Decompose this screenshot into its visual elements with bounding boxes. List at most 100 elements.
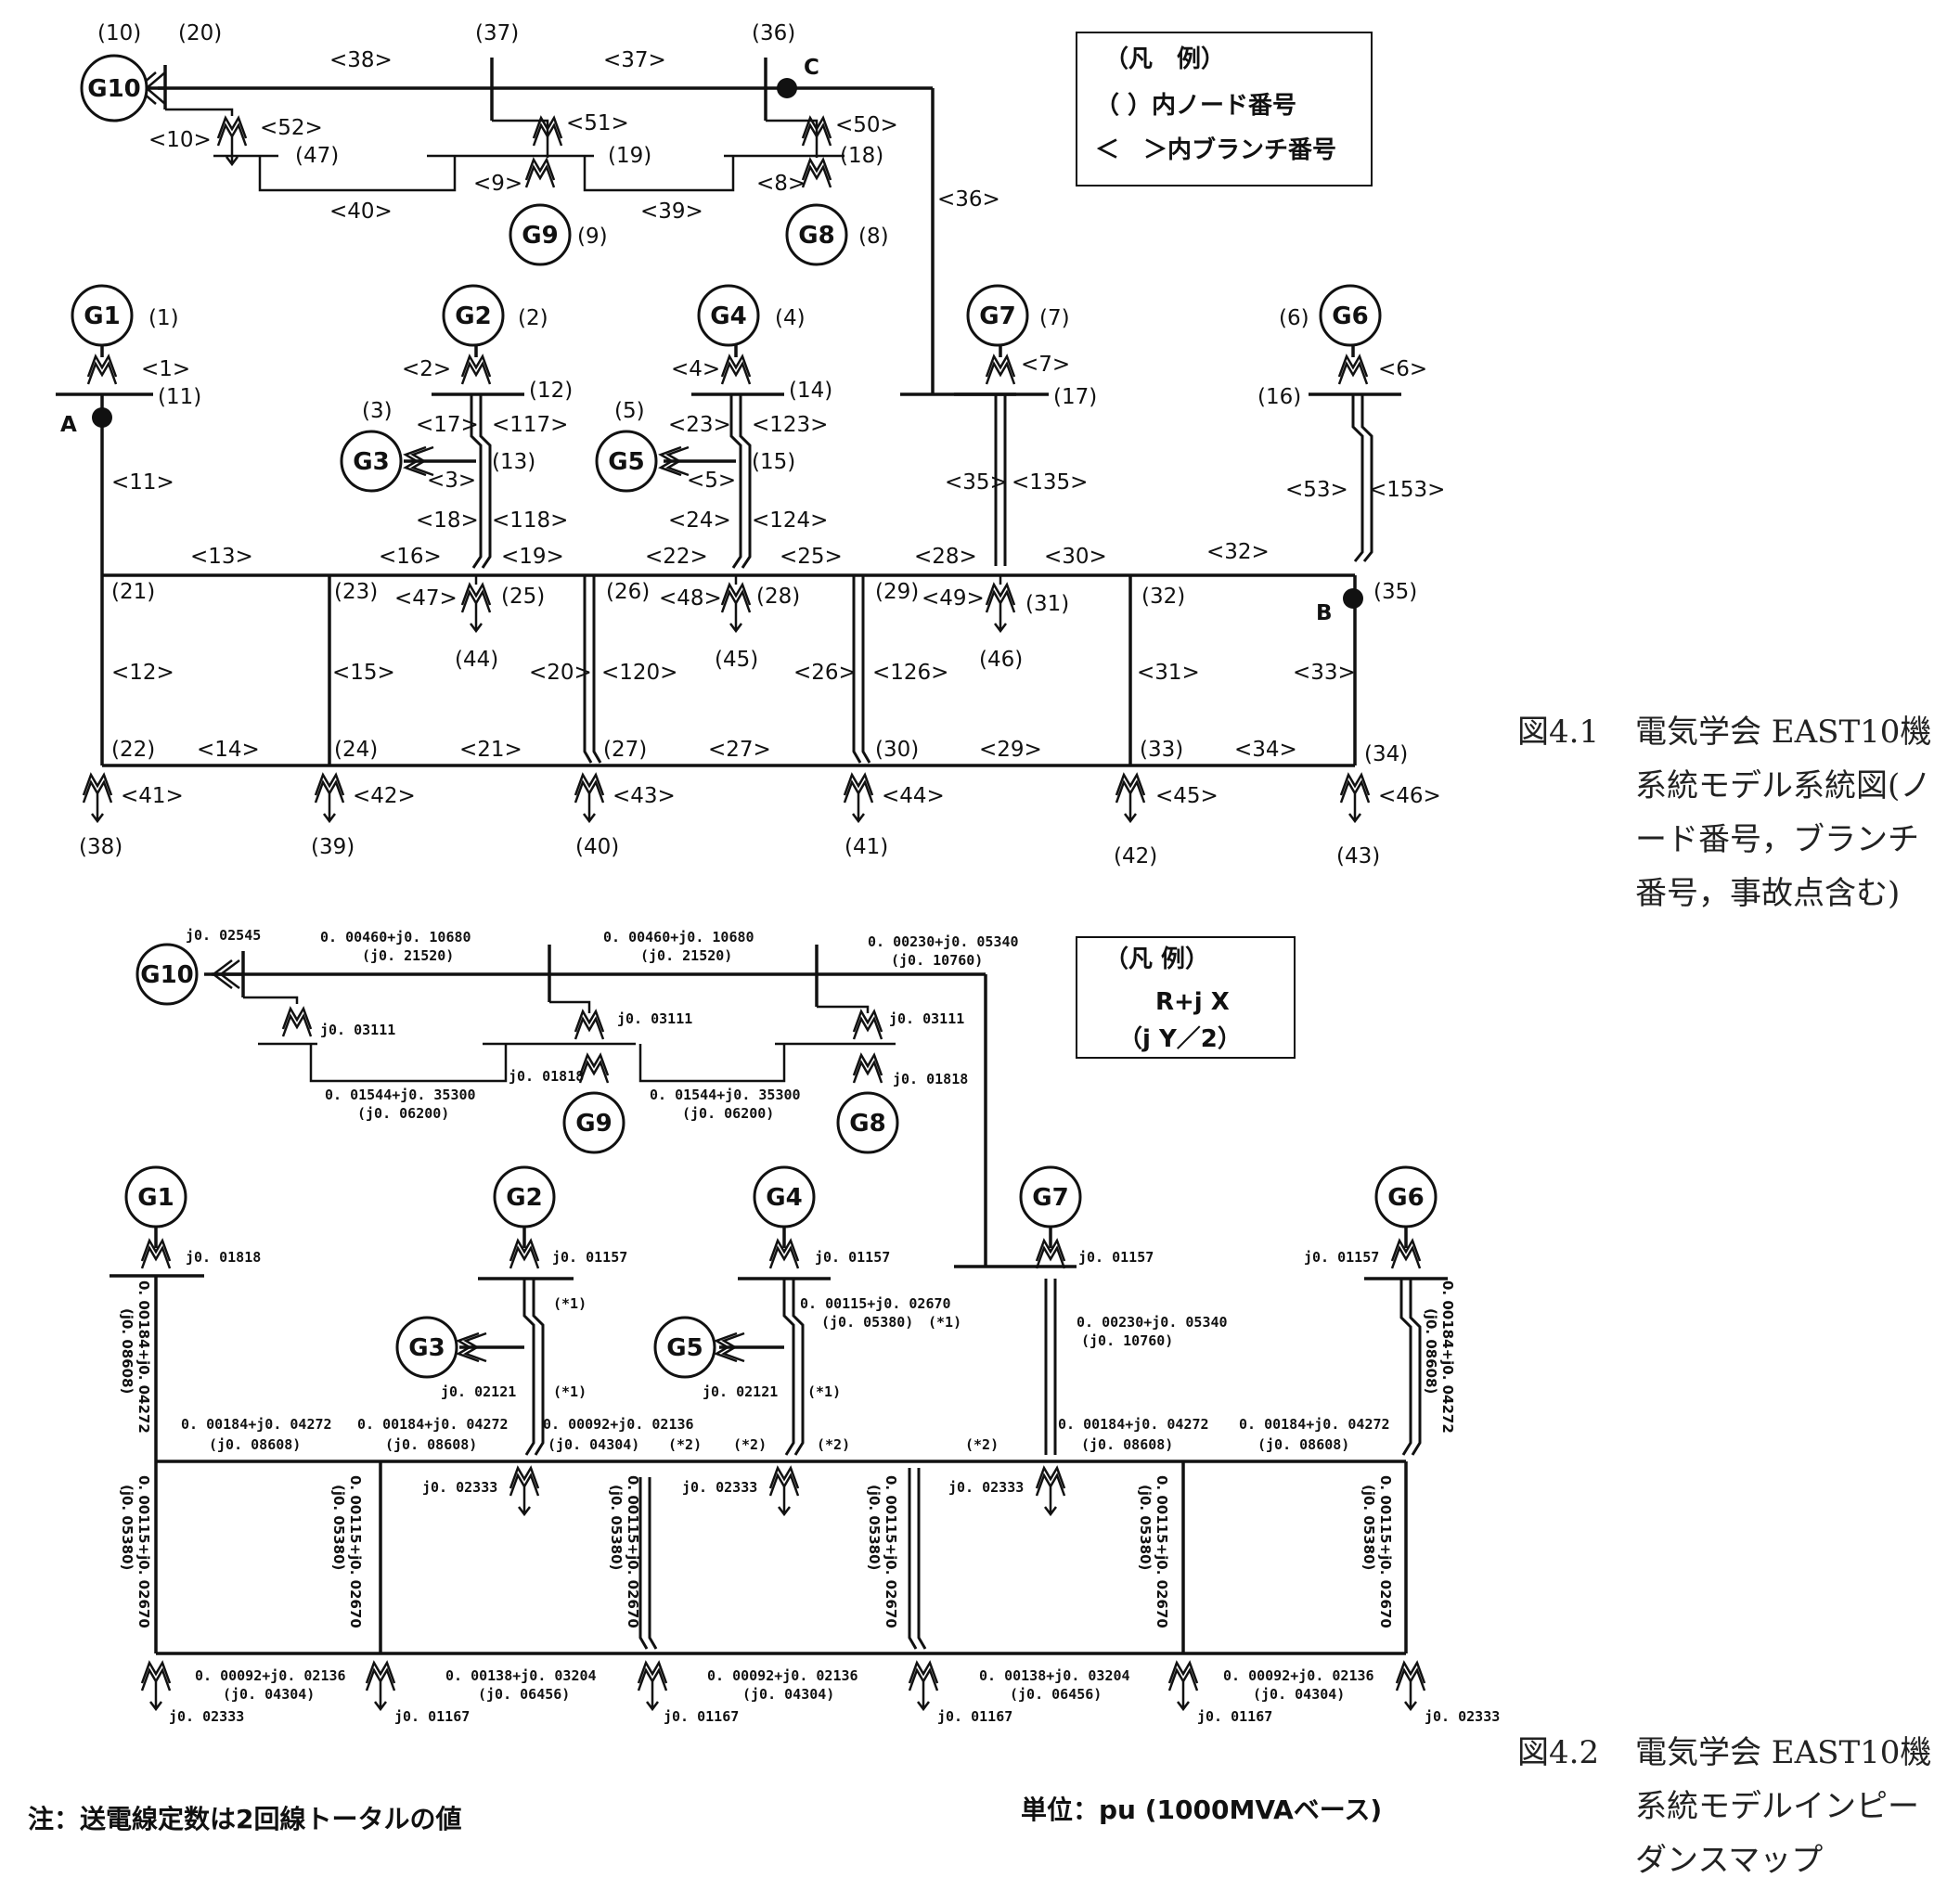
val-l23-y: (j0. 05380) xyxy=(821,1314,913,1331)
branch-40: <40> xyxy=(329,199,393,224)
val-v12-z: 0. 00115+j0. 02670 xyxy=(135,1475,152,1628)
branch-37: <37> xyxy=(603,48,666,72)
branch-53: <53> xyxy=(1285,478,1348,502)
branch-35: <35> xyxy=(945,470,1008,495)
branch-31: <31> xyxy=(1137,661,1200,685)
val-l19-y: (j0. 04304) xyxy=(548,1436,639,1453)
node-36: (36) xyxy=(752,21,795,45)
node-26: (26) xyxy=(606,580,650,604)
val-v15-z: 0. 00115+j0. 02670 xyxy=(347,1475,364,1628)
val-l35-y: (j0. 10760) xyxy=(1081,1332,1173,1349)
val-star1-a: (*1) xyxy=(553,1295,587,1312)
node-17: (17) xyxy=(1053,385,1097,409)
gen-label-g8: G8 xyxy=(798,222,834,250)
val-l11-z: 0. 00184+j0. 04272 xyxy=(135,1280,152,1434)
node-9: (9) xyxy=(577,225,608,249)
node-39: (39) xyxy=(311,835,355,859)
branch-1: <1> xyxy=(141,357,190,381)
val-g4-x: j0. 01157 xyxy=(815,1249,890,1266)
val-star2-c: (*2) xyxy=(817,1436,850,1453)
node-27: (27) xyxy=(603,738,647,762)
val-l37-z: 0. 00460+j0. 10680 xyxy=(603,929,754,946)
branch-21: <21> xyxy=(459,738,522,762)
branch-23: <23> xyxy=(668,413,731,437)
branch-11: <11> xyxy=(111,470,174,495)
val-l29-z: 0. 00138+j0. 03204 xyxy=(979,1667,1130,1684)
val-l38-z: 0. 00460+j0. 10680 xyxy=(320,929,471,946)
fig1-caption-line2: 系統モデル系統図(ノ xyxy=(1635,767,1931,804)
node-23: (23) xyxy=(334,580,378,604)
branch-24: <24> xyxy=(668,508,731,533)
val-l13-z: 0. 00184+j0. 04272 xyxy=(181,1416,332,1433)
val-t47: j0. 03111 xyxy=(320,1022,395,1038)
unit-note: 単位：pu (1000MVAベース) xyxy=(1021,1795,1382,1825)
val-star1-c: (*1) xyxy=(807,1383,841,1400)
node-47: (47) xyxy=(295,144,339,168)
branch-124: <124> xyxy=(752,508,828,533)
node-42: (42) xyxy=(1114,844,1157,868)
branch-26: <26> xyxy=(793,661,857,685)
val-v26-y: (j0. 05380) xyxy=(866,1485,883,1570)
val-g2-x: j0. 01157 xyxy=(552,1249,627,1266)
val-l36-y: (j0. 10760) xyxy=(891,952,983,969)
branch-18: <18> xyxy=(416,508,479,533)
legend2-title: （凡 例） xyxy=(1104,946,1209,973)
figure-4-1-text: G10 G1 G2 G4 G7 G6 G3 G5 G9 G8 A B C (10… xyxy=(60,21,1445,868)
val-l19-z: 0. 00092+j0. 02136 xyxy=(543,1416,694,1433)
node-38: (38) xyxy=(79,835,122,859)
branch-25: <25> xyxy=(780,545,843,569)
val-l16-z: 0. 00184+j0. 04272 xyxy=(357,1416,509,1433)
val-g5-x: j0. 02121 xyxy=(703,1383,778,1400)
gen2-label-g6: G6 xyxy=(1387,1184,1424,1212)
val-g9-x: j0. 01818 xyxy=(509,1068,584,1085)
branch-9: <9> xyxy=(473,172,522,196)
fig1-number: 図4.1 xyxy=(1517,714,1599,751)
legend1-branch-line: ＜ ＞内ブランチ番号 xyxy=(1095,135,1336,164)
fig2-caption-line2: 系統モデルインピー xyxy=(1635,1788,1919,1825)
gen-label-g7: G7 xyxy=(979,302,1015,330)
branch-38: <38> xyxy=(329,48,393,72)
branch-15: <15> xyxy=(332,661,395,685)
gen-label-g9: G9 xyxy=(522,222,558,250)
branch-13: <13> xyxy=(190,545,253,569)
captions: 図4.1 電気学会 EAST10機 系統モデル系統図(ノ ード番号，ブランチ 番… xyxy=(28,714,1931,1879)
val-ld28: j0. 02333 xyxy=(682,1479,757,1496)
val-t18: j0. 03111 xyxy=(889,1010,964,1027)
val-l23-z: 0. 00115+j0. 02670 xyxy=(800,1295,951,1312)
gen2-label-g9: G9 xyxy=(575,1110,612,1138)
node-40: (40) xyxy=(575,835,619,859)
node-28: (28) xyxy=(756,585,800,609)
branch-8: <8> xyxy=(756,172,806,196)
val-l21-z: 0. 00138+j0. 03204 xyxy=(445,1667,597,1684)
node-6: (6) xyxy=(1279,306,1309,330)
val-l38-y: (j0. 21520) xyxy=(362,947,454,964)
node-13: (13) xyxy=(492,450,535,474)
gen2-label-g5: G5 xyxy=(666,1334,703,1362)
branch-126: <126> xyxy=(872,661,948,685)
val-l11-y: (j0. 08608) xyxy=(119,1308,135,1394)
branch-5: <5> xyxy=(687,469,736,493)
val-l32-y: (j0. 08608) xyxy=(1257,1436,1349,1453)
gen-label-g3: G3 xyxy=(353,448,389,476)
val-l13-y: (j0. 08608) xyxy=(209,1436,301,1453)
node-41: (41) xyxy=(845,835,888,859)
node-44: (44) xyxy=(455,648,498,672)
val-ld39: j0. 01167 xyxy=(394,1708,470,1725)
branch-47: <47> xyxy=(394,586,458,611)
val-g6-x: j0. 01157 xyxy=(1304,1249,1379,1266)
val-g10-x: j0. 02545 xyxy=(186,927,261,944)
val-l32-z: 0. 00184+j0. 04272 xyxy=(1239,1416,1390,1433)
figure-4-1-symbols xyxy=(71,54,1382,823)
val-v31-y: (j0. 05380) xyxy=(1137,1485,1154,1570)
val-l21-y: (j0. 06456) xyxy=(478,1686,570,1703)
fault-point-c: C xyxy=(804,56,819,80)
node-11: (11) xyxy=(158,385,201,409)
val-l23-tag: (*1) xyxy=(928,1314,961,1331)
branch-16: <16> xyxy=(379,545,442,569)
val-ld43: j0. 02333 xyxy=(1425,1708,1500,1725)
fig1-caption-line1: 電気学会 EAST10機 xyxy=(1635,714,1931,751)
branch-22: <22> xyxy=(645,545,708,569)
node-5: (5) xyxy=(614,399,645,423)
node-16: (16) xyxy=(1257,385,1301,409)
val-star2-d: (*2) xyxy=(965,1436,999,1453)
